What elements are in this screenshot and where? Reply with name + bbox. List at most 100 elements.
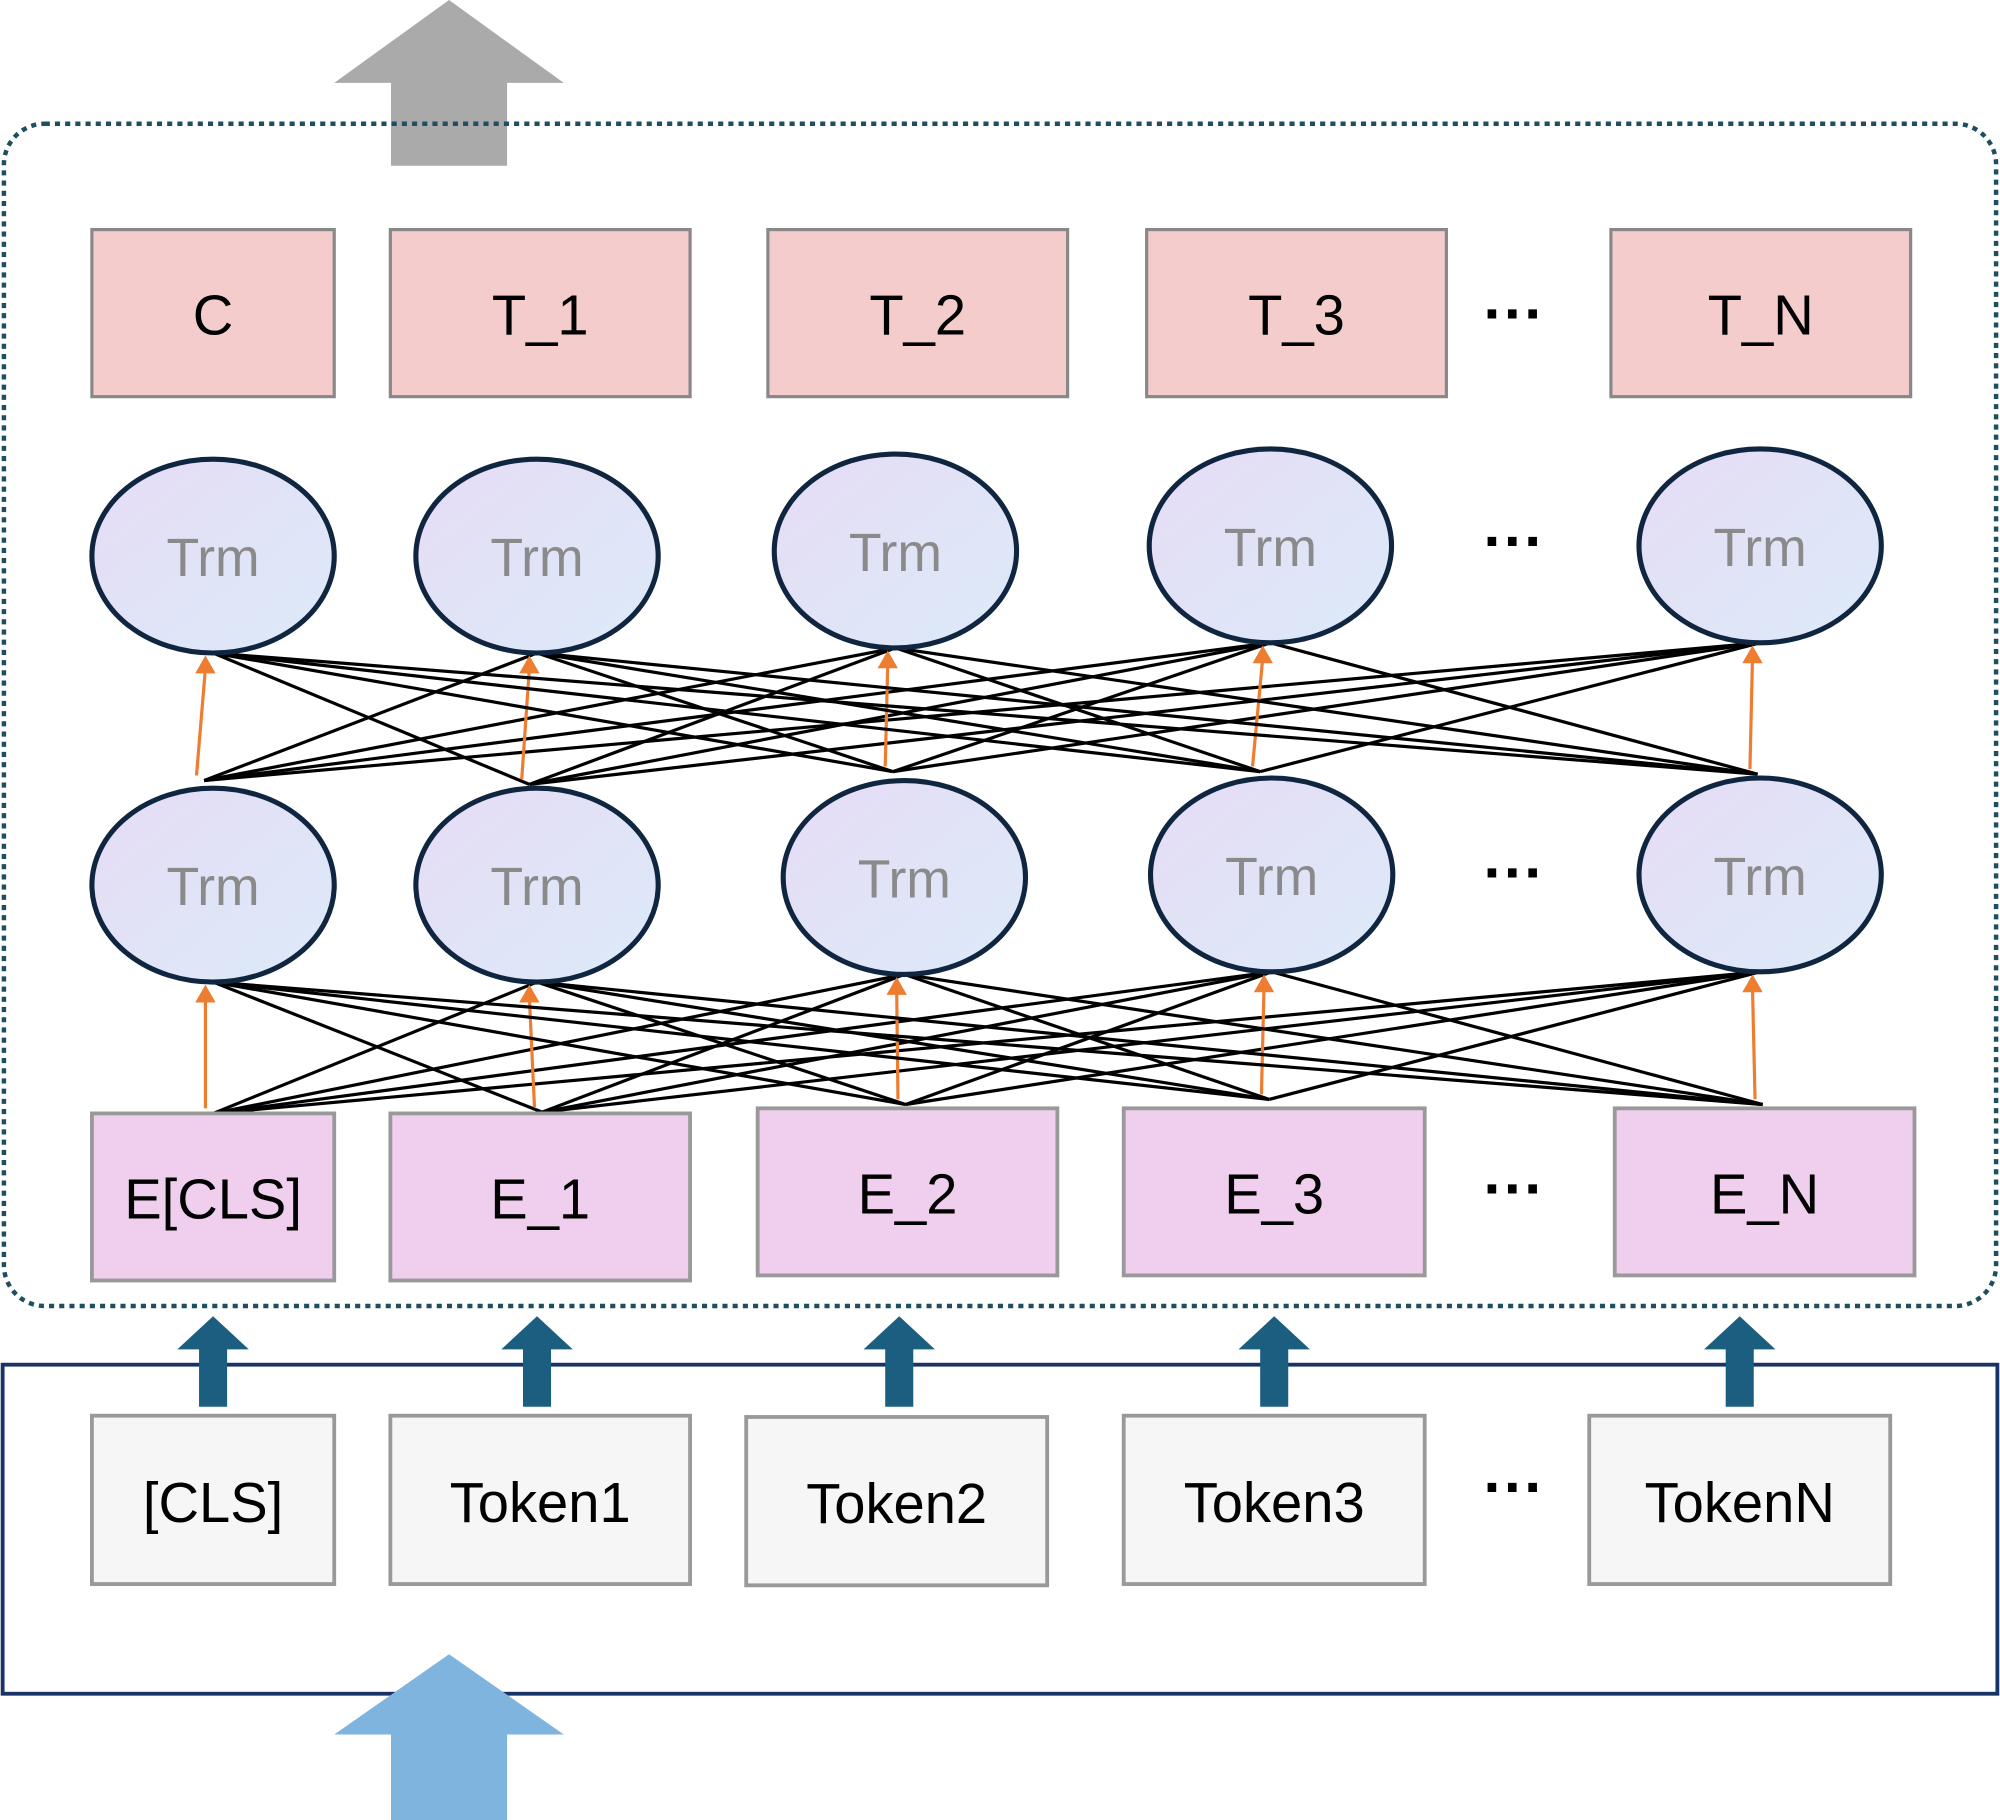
transformer-label: Trm [1225, 848, 1318, 907]
token-label: Token3 [1184, 1471, 1365, 1534]
embedding-box-1: E_1 [388, 1111, 692, 1283]
token-to-embedding-arrow-icon [863, 1316, 935, 1407]
trm-to-trm-residual-line [194, 668, 208, 776]
transformer-ellipse [413, 456, 661, 656]
output-box-2: T_2 [766, 227, 1070, 399]
embedding-label: E_N [1710, 1162, 1819, 1225]
transformer-label: Trm [1714, 519, 1807, 578]
embedding-to-trm-attention-line [1271, 970, 1764, 1107]
transformer-label: Trm [490, 858, 583, 917]
embedding-to-trm-attention-line [212, 980, 1763, 1107]
orange-arrowhead-icon [877, 650, 898, 669]
embedding-to-trm-attention-line [212, 980, 906, 1107]
orange-arrowhead-icon [1742, 974, 1763, 993]
trm-to-trm-attention-line [536, 651, 1261, 774]
transformer-node-lower-3: Trm [1147, 775, 1396, 975]
output-box-rect [388, 227, 692, 399]
transformer-node-lower-0: Trm [89, 785, 337, 985]
token-box-2: Token2 [744, 1415, 1050, 1588]
orange-arrowhead-icon [519, 655, 540, 674]
trm-to-trm-attention-line [203, 646, 896, 783]
embedding-label: E_3 [1224, 1162, 1324, 1225]
orange-arrowhead-icon [195, 655, 216, 674]
output-box-1: T_1 [388, 227, 692, 399]
token-box-rect [388, 1413, 692, 1586]
embedding-ellipsis: ··· [1483, 1155, 1544, 1223]
input-border [0, 1362, 2000, 1696]
trm-to-trm-residual-line [1250, 657, 1265, 767]
output-ellipsis: ··· [1483, 280, 1544, 348]
transformer-label: Trm [858, 851, 951, 910]
token-to-embedding-arrow-icon [1704, 1316, 1776, 1407]
embedding-to-trm-residual-line [895, 989, 900, 1100]
token-label: Token2 [806, 1472, 987, 1535]
transformer-node-lower-1: Trm [413, 785, 661, 985]
transformer-node-lower-2: Trm [780, 777, 1029, 977]
token-label: Token1 [450, 1471, 631, 1534]
output-label: T_N [1708, 284, 1814, 347]
trm-to-trm-attention-line [212, 651, 894, 774]
orange-arrowhead-icon [886, 976, 907, 995]
token-to-embedding-arrow-icon [1238, 1316, 1310, 1407]
output-box-3: T_3 [1145, 227, 1448, 399]
token-box-rect [1587, 1413, 1893, 1586]
orange-arrowhead-icon [519, 984, 540, 1003]
embedding-label: E_2 [858, 1162, 958, 1225]
transformer-ellipse [780, 777, 1029, 977]
embedding-box-2: E_2 [755, 1106, 1060, 1278]
orange-arrowhead-icon [1742, 645, 1763, 664]
embedding-box-rect [755, 1106, 1060, 1278]
embedding-to-trm-residual-line [527, 997, 537, 1108]
transformer-label: Trm [166, 529, 259, 588]
token-box-rect [744, 1415, 1050, 1588]
encoder-dotted-border [1, 121, 1999, 1309]
output-label: C [193, 284, 234, 347]
token-box-0: [CLS] [89, 1413, 337, 1586]
transformer-label: Trm [1714, 848, 1807, 907]
embedding-to-trm-attention-line [212, 980, 543, 1114]
embedding-to-trm-attention-line [536, 980, 1270, 1101]
embedding-box-rect [388, 1111, 692, 1283]
output-box-0: C [90, 227, 336, 399]
output-box-rect [90, 227, 336, 399]
transformer-node-upper-2: Trm [771, 451, 1020, 651]
orange-arrowhead-icon [1253, 974, 1275, 993]
transformer-node-upper-0: Trm [89, 456, 337, 656]
transformer-label: Trm [849, 524, 942, 583]
transformer-ellipse [771, 451, 1020, 651]
output-label: T_2 [869, 284, 966, 347]
trm-to-trm-residual-line [520, 668, 531, 780]
transformer-label: Trm [1224, 519, 1317, 578]
trm-to-trm-attention-line [1269, 641, 1759, 776]
trm-to-trm-residual-line [883, 663, 890, 767]
embedding-to-trm-attention-line [536, 980, 1763, 1107]
embedding-label: E[CLS] [124, 1167, 302, 1230]
transformer-node-upper-4: Trm [1636, 446, 1884, 646]
transformer-node-upper-1: Trm [413, 456, 661, 656]
token-to-embedding-arrow-icon [501, 1316, 573, 1407]
token-box-4: TokenN [1587, 1413, 1893, 1586]
token-label: TokenN [1645, 1471, 1835, 1534]
output-label: T_1 [492, 284, 589, 347]
trm-to-trm-attention-line [212, 651, 1758, 776]
embedding-to-trm-attention-line [904, 972, 1763, 1107]
output-box-rect [766, 227, 1070, 399]
token-label: [CLS] [143, 1471, 283, 1534]
embedding-box-3: E_3 [1121, 1106, 1427, 1278]
embedding-to-trm-attention-line [212, 980, 1270, 1101]
token-box-1: Token1 [388, 1413, 692, 1586]
output-box-rect [1145, 227, 1448, 399]
embedding-box-0: E[CLS] [89, 1111, 337, 1283]
token-box-3: Token3 [1121, 1413, 1427, 1586]
transformer-lower-ellipsis: ··· [1483, 838, 1544, 906]
transformer-ellipse [1147, 775, 1396, 975]
input-arrow-icon [334, 1654, 564, 1820]
embedding-to-trm-attention-line [536, 980, 907, 1107]
orange-arrowhead-icon [1252, 645, 1273, 664]
embedding-to-trm-residual-line [1259, 987, 1266, 1095]
token-box-rect [89, 1413, 337, 1586]
output-box-4: T_N [1609, 227, 1913, 399]
trm-to-trm-attention-line [212, 651, 1261, 774]
